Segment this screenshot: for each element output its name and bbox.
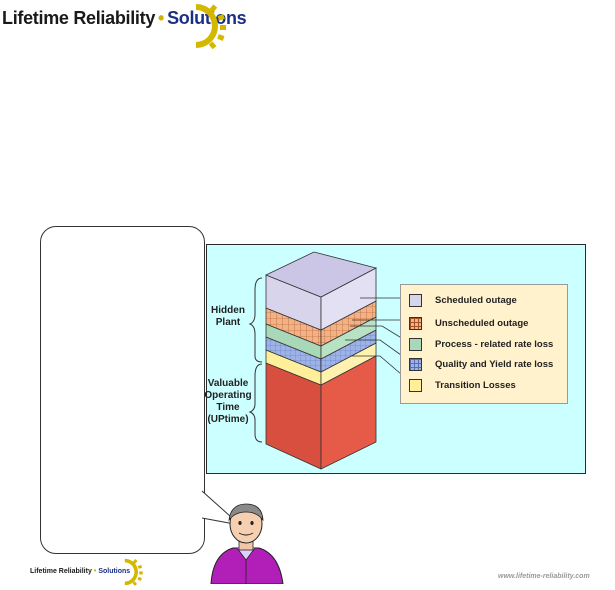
uptime-label: Valuable Operating Time (UPtime) — [203, 378, 253, 426]
uptime-line2: Operating — [204, 390, 252, 401]
header-logo: Lifetime Reliability•Solutions — [0, 0, 247, 52]
speech-bubble — [40, 226, 205, 554]
footer-brand-dot: • — [93, 568, 97, 575]
legend-swatch — [409, 293, 422, 307]
legend-item-scheduled-outage: Scheduled outage — [409, 292, 517, 308]
person-icon — [210, 503, 284, 584]
gear-logo-icon — [196, 4, 226, 50]
scheduled-outage-layer — [265, 251, 378, 331]
footer-url[interactable]: www.lifetime-reliability.com — [498, 573, 590, 580]
legend-label: Transition Losses — [435, 379, 516, 391]
legend-label: Quality and Yield rate loss — [435, 358, 554, 370]
footer-gear-icon — [124, 558, 143, 586]
legend-label: Unscheduled outage — [435, 317, 529, 329]
legend-label: Scheduled outage — [435, 294, 517, 306]
uptime-line3: Time — [216, 402, 240, 413]
uptime-bracket — [248, 363, 263, 443]
footer-brand-part1: Lifetime Reliability — [30, 568, 92, 575]
hidden-plant-line2: Plant — [215, 317, 241, 328]
footer-brand-part2: Solutions — [98, 568, 131, 575]
legend: Scheduled outage Unscheduled outage Proc… — [400, 284, 568, 404]
legend-item-process-rate-loss: Process - related rate loss — [409, 336, 553, 352]
hidden-plant-label: Hidden Plant — [210, 305, 246, 329]
brand-name-part2: Solutions — [167, 8, 247, 28]
legend-label: Process - related rate loss — [435, 338, 554, 350]
brand-dot: • — [158, 8, 165, 28]
legend-item-transition-losses: Transition Losses — [409, 377, 516, 393]
footer-logo: Lifetime Reliability•Solutions — [30, 568, 130, 575]
hidden-plant-bracket — [248, 277, 263, 363]
brand-wordmark: Lifetime Reliability•Solutions — [2, 8, 247, 29]
uptime-line4: (UPtime) — [207, 414, 249, 425]
uptime-block — [265, 355, 377, 470]
legend-swatch — [409, 357, 422, 371]
legend-item-quality-yield: Quality and Yield rate loss — [409, 356, 553, 372]
legend-swatch — [409, 316, 422, 330]
legend-item-unscheduled-outage: Unscheduled outage — [409, 315, 528, 331]
legend-swatch — [409, 378, 422, 392]
brand-name-part1: Lifetime Reliability — [2, 8, 156, 28]
hidden-plant-line1: Hidden — [211, 305, 245, 316]
uptime-line1: Valuable — [207, 378, 249, 389]
legend-swatch — [409, 337, 422, 351]
